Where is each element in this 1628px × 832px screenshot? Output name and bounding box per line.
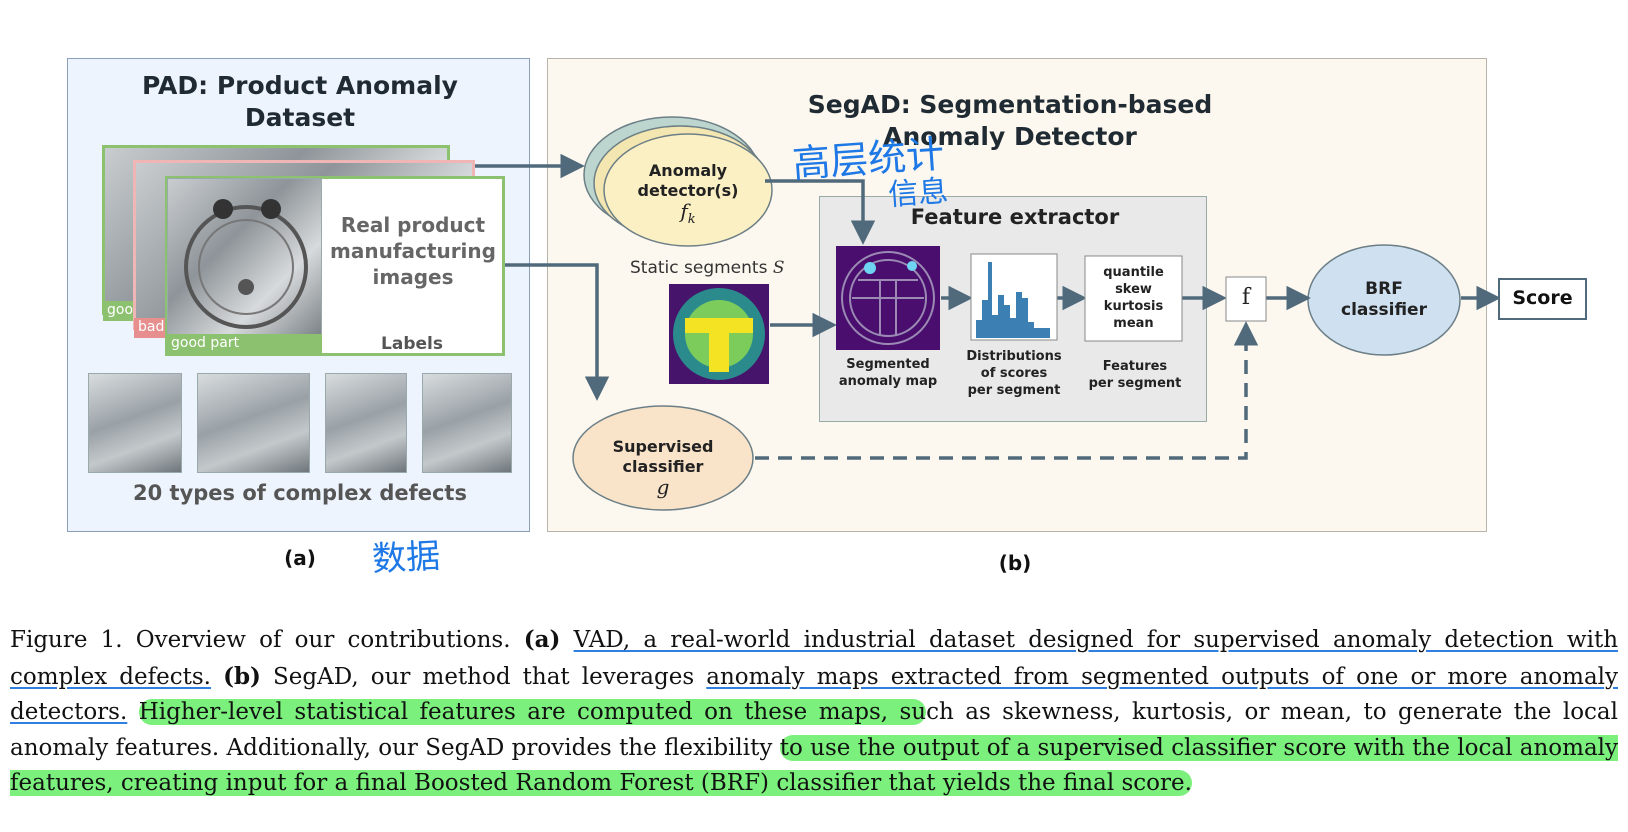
caption-b-tag: (b) — [223, 662, 261, 690]
panel-b-title-line2: Anomaly Detector — [883, 122, 1137, 151]
caption-highlight-1: Higher-level statistical features are co… — [138, 699, 927, 725]
static-segments-text: Static segments — [630, 258, 768, 278]
feature-extractor-title: Feature extractor — [910, 205, 1120, 229]
caption-a-text: VAD, a real-world industrial dataset des… — [10, 627, 1619, 690]
feature-item: kurtosis — [1103, 299, 1164, 314]
handwritten-note-data: 数据 — [371, 536, 442, 580]
caption-b-pre: SegAD, our method that leverages — [273, 663, 695, 690]
static-segments-symbol: S — [772, 258, 785, 278]
defects-caption: 20 types of complex defects — [133, 481, 467, 505]
real-images-text: Real product manufacturing images — [330, 213, 496, 289]
defect-image-1 — [88, 373, 182, 473]
score-box-label: Score — [1512, 287, 1573, 309]
features-list: quantile skew kurtosis mean — [1085, 264, 1182, 332]
anomaly-detector-symbol: f — [680, 199, 688, 223]
anomaly-detector-line2: detector(s) — [637, 181, 739, 200]
supervised-classifier-label: Supervised classifier g — [593, 437, 733, 497]
panel-b-title-line1: SegAD: Segmentation-based — [807, 90, 1213, 119]
brf-classifier-label: BRF classifier — [1341, 279, 1427, 320]
panel-a-title: PAD: Product Anomaly Dataset — [142, 71, 458, 132]
features-per-segment-label: Features per segment — [1088, 359, 1182, 391]
segmented-map-label: Segmented anomaly map — [838, 357, 938, 389]
labels-caption: Labels — [381, 334, 443, 354]
caption-s3-pre: Additionally, our SegAD provides the fle… — [226, 734, 773, 761]
distributions-label: Distributions of scores per segment — [966, 349, 1062, 398]
caption-s2-rest: ch as skewness, kurtosis, or mean, to ge… — [10, 699, 1618, 761]
bad-label: bad — [134, 318, 166, 338]
panel-b-sublabel: (b) — [998, 551, 1032, 575]
caption-b-text: anomaly maps extracted from segmented ou… — [10, 663, 1619, 726]
feature-item: quantile — [1103, 265, 1164, 280]
f-box-label: f — [1241, 285, 1251, 310]
defect-image-2 — [197, 373, 310, 473]
defect-image-4 — [422, 373, 512, 473]
product-photo — [167, 178, 322, 335]
feature-item: mean — [1113, 316, 1154, 331]
caption-a-tag: (a) — [523, 626, 561, 653]
handwritten-note-info: 信息 — [887, 173, 950, 214]
defect-image-3 — [325, 373, 407, 473]
figure-caption: Figure 1. Overview of our contributions.… — [10, 622, 1619, 802]
panel-a-sublabel: (a) — [284, 546, 316, 570]
supervised-symbol: g — [656, 475, 670, 499]
anomaly-detector-label: Anomaly detector(s) fk — [618, 161, 758, 230]
good-label-front: good part — [167, 334, 322, 354]
anomaly-detector-line1: Anomaly — [648, 161, 728, 180]
anomaly-detector-symbol-sub: k — [687, 212, 696, 227]
caption-fig: Figure 1. Overview of our contributions. — [10, 627, 511, 653]
product-ring-icon — [184, 199, 308, 329]
static-segments-label: Static segments S — [630, 258, 820, 278]
feature-item: skew — [1115, 282, 1152, 297]
